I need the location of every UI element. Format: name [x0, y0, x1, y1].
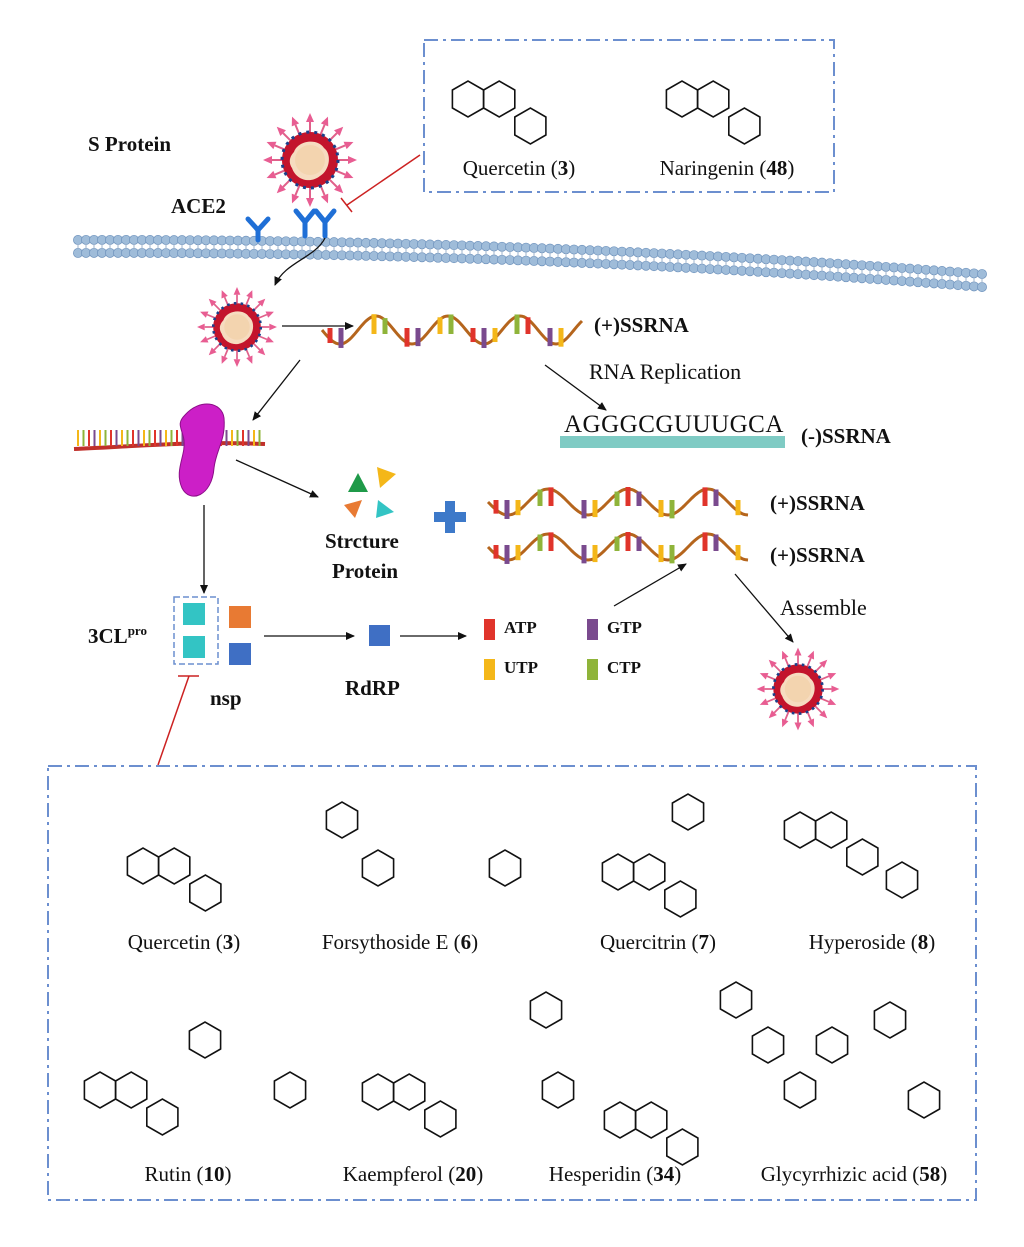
gtp-swatch: [587, 618, 598, 640]
mrna-strand: [73, 430, 266, 451]
virus-icon: [261, 111, 359, 209]
chemical-structures: [83, 80, 941, 1166]
inhibition-line-s-protein: [346, 154, 421, 206]
nsp-square: [229, 606, 251, 628]
nsp-group-box: [173, 596, 219, 665]
plus-ssrna-label: (+)SSRNA: [770, 491, 865, 515]
compound-label: Hesperidin (34): [548, 1162, 682, 1186]
ace2-label: ACE2: [171, 194, 226, 218]
compound-label: Naringenin (48): [659, 156, 795, 180]
cell-membrane: [73, 234, 987, 292]
nucleotide-gtp: GTP: [587, 618, 642, 640]
atp-swatch: [484, 618, 495, 640]
compound-label: Forsythoside E (6): [321, 930, 479, 954]
inhibition-line-3clpro: [157, 675, 190, 766]
rdrp-label: RdRP: [345, 676, 400, 700]
rna-strand: [486, 487, 749, 519]
minus-ssrna-label: (-)SSRNA: [801, 424, 891, 448]
ctp-swatch: [587, 658, 598, 680]
structure-protein-label: Protein: [332, 559, 399, 583]
compound-label: Kaempferol (20): [342, 1162, 484, 1186]
compound-label: Glycyrrhizic acid (58): [760, 1162, 948, 1186]
plus-ssrna-label: (+)SSRNA: [770, 543, 865, 567]
nucleotide-utp: UTP: [484, 658, 538, 680]
plus-icon: [434, 501, 466, 533]
s-protein-label: S Protein: [88, 132, 172, 156]
compound-label: Rutin (10): [144, 1162, 232, 1186]
structure-protein-label: Strcture: [325, 529, 399, 553]
plus-ssrna-label: (+)SSRNA: [594, 313, 689, 337]
compound-label: Quercetin (3): [462, 156, 576, 180]
rna-strand: [486, 532, 749, 564]
nsp-square: [183, 636, 205, 658]
virus-icon: [195, 285, 279, 369]
nsp-square: [229, 643, 251, 665]
rna-strand: [320, 314, 584, 348]
compound-label: Quercitrin (7): [599, 930, 717, 954]
receptor-icon: [245, 208, 337, 243]
nsp-label: nsp: [210, 686, 242, 710]
ribosome-icon: [178, 403, 225, 497]
utp-swatch: [484, 658, 495, 680]
rdrp-square: [369, 625, 390, 646]
virus-icon: [755, 646, 841, 732]
nucleotide-atp: ATP: [484, 618, 537, 640]
structure-protein-icon: [344, 467, 396, 518]
minus-sequence-label: AGGGCGUUUGCA: [564, 411, 784, 438]
top-inhibitor-box: [423, 39, 835, 193]
compound-label: Hyperoside (8): [808, 930, 936, 954]
bottom-inhibitor-box: [47, 765, 977, 1201]
assemble-label: Assemble: [780, 595, 867, 620]
nsp-square: [183, 603, 205, 625]
minus-ssrna-bar: [560, 436, 785, 448]
rna-replication-label: RNA Replication: [589, 359, 742, 384]
nucleotide-ctp: CTP: [587, 658, 641, 680]
3clpro-label: 3CLpro: [88, 623, 147, 648]
compound-label: Quercetin (3): [127, 930, 241, 954]
